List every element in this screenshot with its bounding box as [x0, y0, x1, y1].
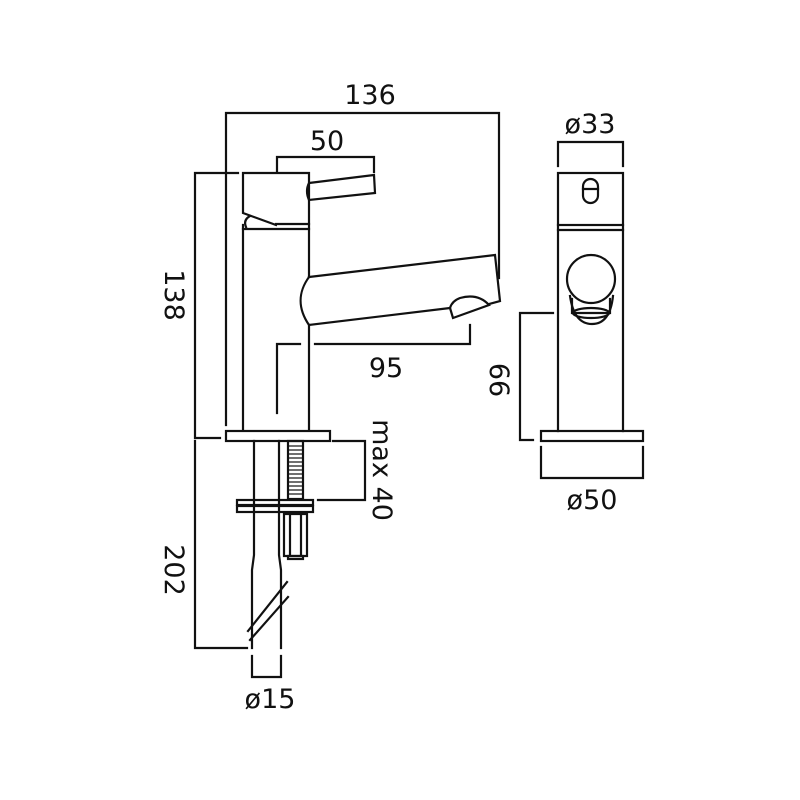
label-spout-height: 66 — [483, 363, 514, 397]
label-spout-reach: 95 — [369, 353, 403, 384]
tap-spout — [299, 253, 502, 327]
tap-body — [241, 222, 311, 432]
dimension-tail-diameter: ø15 — [245, 654, 296, 715]
front-head — [556, 171, 625, 227]
threaded-rod — [286, 439, 305, 501]
tail-pipe — [246, 439, 290, 650]
dimension-max-deck-thickness: max 40 — [316, 419, 397, 521]
dimension-handle-length: 50 — [275, 126, 376, 174]
dimension-tail-length: 202 — [158, 439, 249, 650]
nut — [282, 512, 309, 561]
tap-handle — [241, 171, 377, 229]
dimension-height: 138 — [158, 171, 240, 440]
label-body-diameter: ø33 — [565, 109, 616, 140]
dimension-spout-reach: 95 — [275, 323, 472, 415]
label-overall-width: 136 — [344, 80, 396, 111]
dimension-spout-height: 66 — [483, 311, 555, 442]
washer — [235, 498, 315, 514]
side-view: 136 50 138 — [158, 80, 502, 715]
base-plate — [224, 429, 332, 443]
label-max-deck-thickness: max 40 — [366, 419, 397, 521]
front-body — [556, 223, 625, 433]
label-tail-diameter: ø15 — [245, 684, 296, 715]
label-tail-length: 202 — [158, 544, 189, 596]
label-height: 138 — [158, 269, 189, 321]
dimension-overall-width: 136 — [224, 80, 501, 427]
front-spout — [565, 253, 617, 326]
dimension-body-diameter: ø33 — [556, 109, 625, 168]
front-base-plate — [539, 429, 645, 443]
dimension-base-diameter: ø50 — [539, 445, 645, 516]
label-base-diameter: ø50 — [567, 485, 618, 516]
label-handle-length: 50 — [310, 126, 344, 157]
front-view: ø33 66 ø50 — [483, 109, 645, 516]
